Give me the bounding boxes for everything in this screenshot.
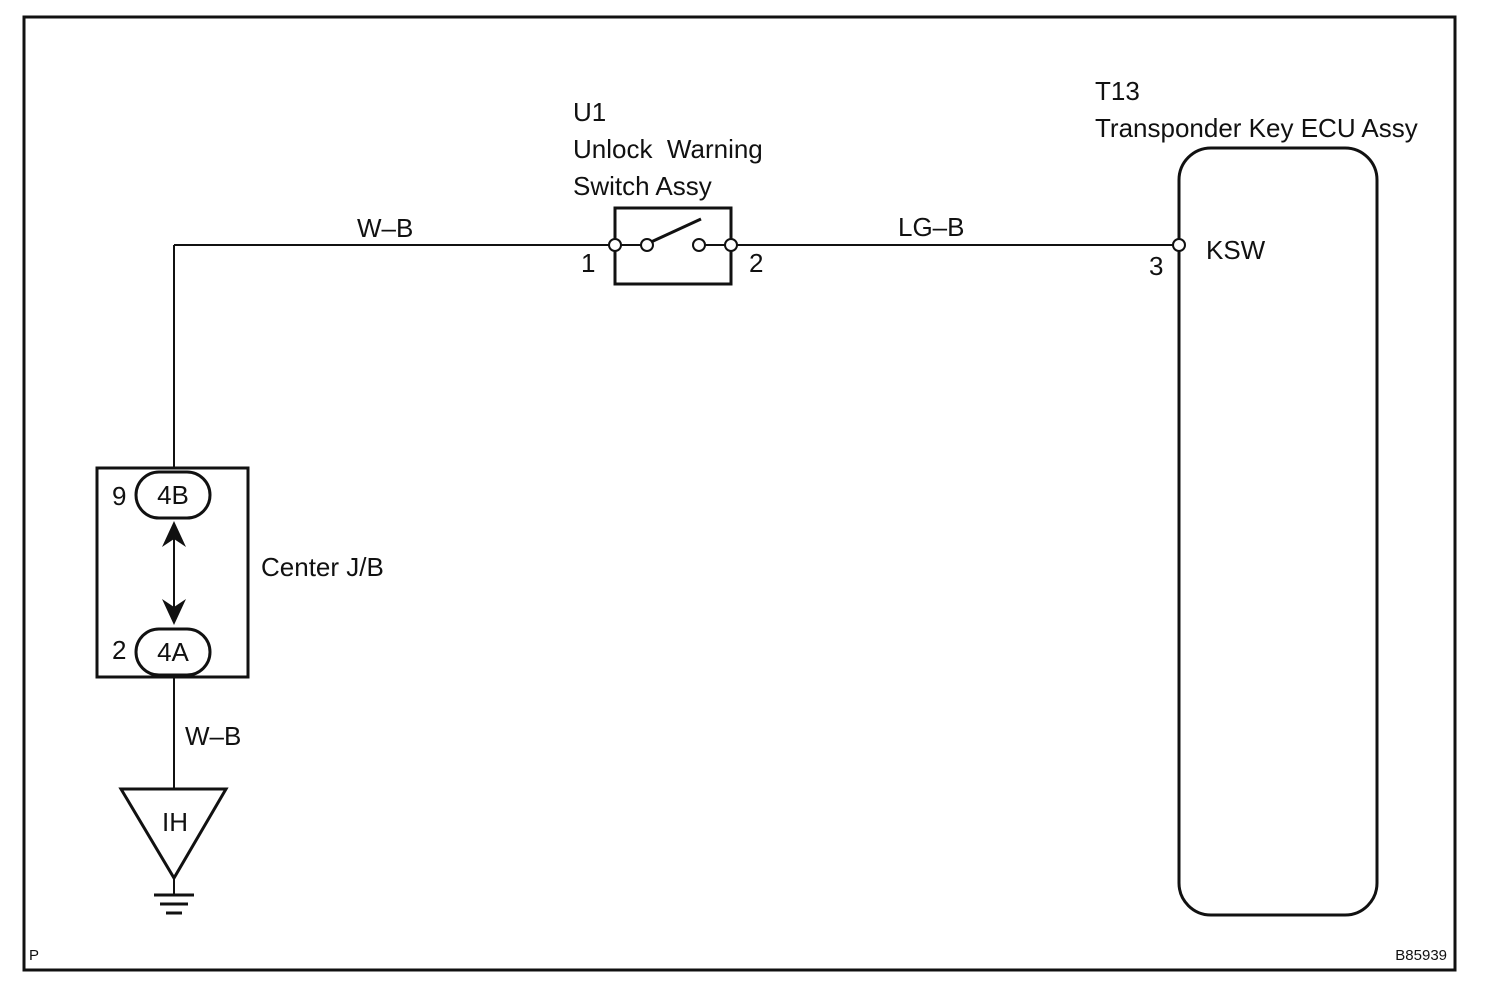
arrowhead-down: [162, 599, 186, 625]
switch-pin-1-terminal: [608, 238, 622, 252]
ecu-terminal-label: KSW: [1206, 235, 1266, 265]
ecu-name: Transponder Key ECU Assy: [1095, 113, 1418, 143]
switch-contact-fixed: [640, 238, 654, 252]
switch-pin-2-terminal: [724, 238, 738, 252]
transponder-key-ecu: [1172, 146, 1379, 917]
junction-lower-pin: 2: [112, 635, 126, 665]
ecu-body: [1177, 146, 1379, 917]
switch-pin-1-label: 1: [581, 248, 595, 278]
wiring: [173, 244, 1173, 789]
junction-upper-connector: 4B: [157, 480, 189, 510]
switch-code: U1: [573, 97, 606, 127]
switch-contact-open: [692, 238, 706, 252]
junction-upper-pin: 9: [112, 481, 126, 511]
ground-point: [118, 787, 229, 915]
wire-label-bottom: W–B: [185, 721, 241, 751]
wire-label-top-right: LG–B: [898, 212, 965, 242]
ecu-code: T13: [1095, 76, 1140, 106]
switch-name-line2: Switch Assy: [573, 171, 712, 201]
diagram-frame: [22, 15, 1457, 972]
unlock-warning-switch: [608, 206, 738, 286]
footer-left-mark: P: [29, 947, 39, 964]
switch-blade: [650, 217, 702, 244]
connector-4a: [134, 627, 212, 677]
switch-pin-2-label: 2: [749, 248, 763, 278]
wire-label-top-left: W–B: [357, 213, 413, 243]
figure-code: B85939: [1395, 947, 1447, 964]
junction-block-label: Center J/B: [261, 552, 384, 582]
ecu-pin-3-terminal: [1172, 238, 1186, 252]
ground-code: IH: [162, 807, 188, 837]
connector-4b: [134, 470, 212, 520]
ecu-pin-label: 3: [1149, 251, 1163, 281]
junction-block-box: [95, 466, 250, 679]
center-junction-block: [95, 466, 250, 679]
ground-triangle: [118, 787, 229, 881]
junction-lower-connector: 4A: [157, 637, 189, 667]
switch-name-line1: Unlock Warning: [573, 134, 763, 164]
arrowhead-up: [162, 521, 186, 547]
